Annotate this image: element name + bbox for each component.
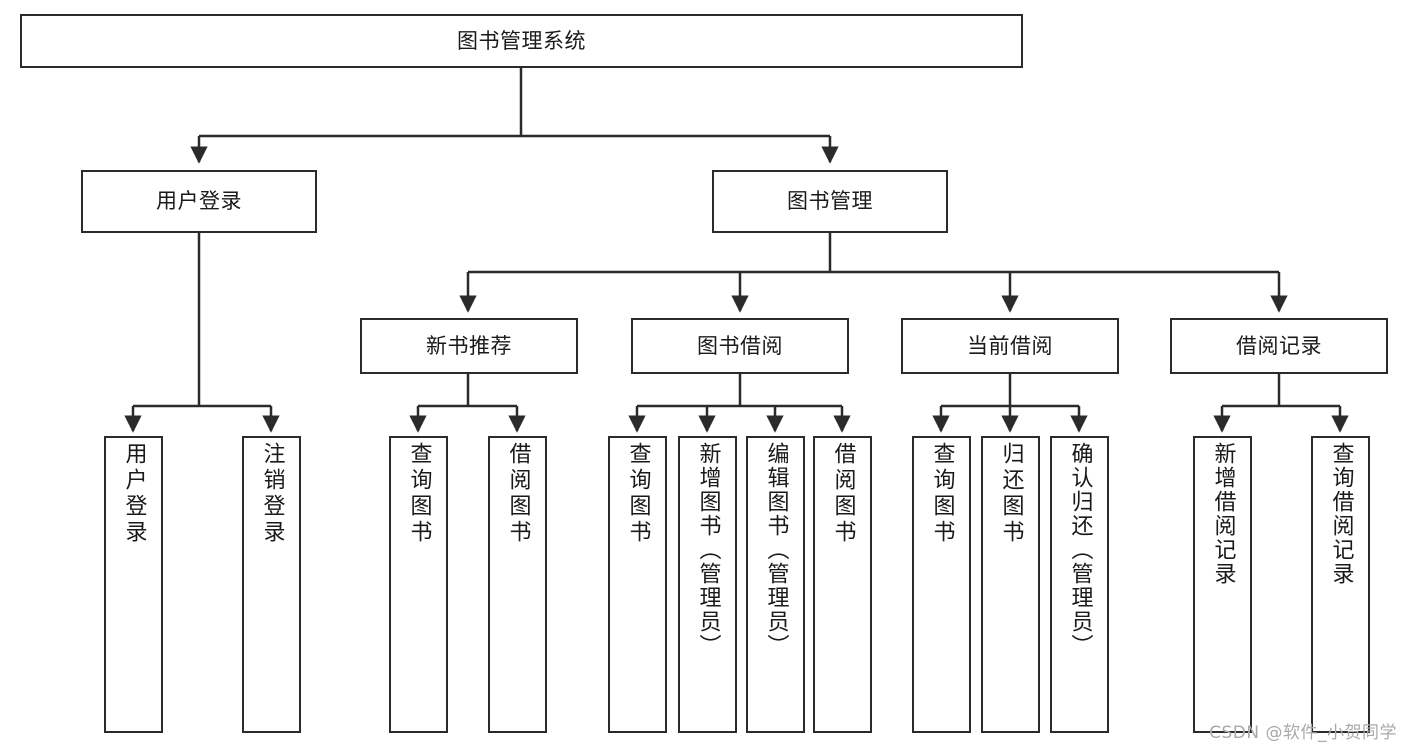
node-root[interactable]: 图书管理系统 — [20, 14, 1023, 68]
node-book-borrow-label: 图书借阅 — [697, 333, 783, 358]
node-new-book-recommend[interactable]: 新书推荐 — [360, 318, 578, 374]
node-new-book-recommend-label: 新书推荐 — [426, 333, 512, 358]
node-current-borrow-label: 当前借阅 — [967, 333, 1053, 358]
leaf-new-book-borrow-label: 借阅图书 — [505, 442, 531, 546]
node-user-login-label: 用户登录 — [156, 189, 242, 214]
leaf-book-borrow-add-label: 新增图书（管理员） — [695, 442, 721, 658]
leaf-user-login-login-label: 用户登录 — [121, 442, 147, 546]
leaf-current-borrow-confirm[interactable]: 确认归还（管理员） — [1050, 436, 1109, 733]
leaf-book-borrow-borrow[interactable]: 借阅图书 — [813, 436, 872, 733]
node-book-management-label: 图书管理 — [787, 189, 873, 214]
node-current-borrow[interactable]: 当前借阅 — [901, 318, 1119, 374]
node-book-borrow[interactable]: 图书借阅 — [631, 318, 849, 374]
leaf-book-borrow-edit[interactable]: 编辑图书（管理员） — [746, 436, 805, 733]
leaf-user-login-logout[interactable]: 注销登录 — [242, 436, 301, 733]
leaf-new-book-query-label: 查询图书 — [406, 442, 432, 546]
watermark: CSDN @软件_小贺同学 — [1209, 723, 1397, 743]
leaf-borrow-record-query-label: 查询借阅记录 — [1328, 442, 1354, 586]
leaf-book-borrow-borrow-label: 借阅图书 — [830, 442, 856, 546]
leaf-current-borrow-confirm-label: 确认归还（管理员） — [1067, 442, 1093, 658]
leaf-book-borrow-query[interactable]: 查询图书 — [608, 436, 667, 733]
leaf-current-borrow-query[interactable]: 查询图书 — [912, 436, 971, 733]
node-user-login[interactable]: 用户登录 — [81, 170, 317, 233]
leaf-book-borrow-edit-label: 编辑图书（管理员） — [763, 442, 789, 658]
leaf-book-borrow-add[interactable]: 新增图书（管理员） — [678, 436, 737, 733]
leaf-new-book-borrow[interactable]: 借阅图书 — [488, 436, 547, 733]
leaf-user-login-login[interactable]: 用户登录 — [104, 436, 163, 733]
node-root-label: 图书管理系统 — [457, 28, 586, 53]
leaf-current-borrow-return[interactable]: 归还图书 — [981, 436, 1040, 733]
leaf-new-book-query[interactable]: 查询图书 — [389, 436, 448, 733]
leaf-book-borrow-query-label: 查询图书 — [625, 442, 651, 546]
leaf-borrow-record-query[interactable]: 查询借阅记录 — [1311, 436, 1370, 733]
leaf-borrow-record-add-label: 新增借阅记录 — [1210, 442, 1236, 586]
node-borrow-record[interactable]: 借阅记录 — [1170, 318, 1388, 374]
leaf-borrow-record-add[interactable]: 新增借阅记录 — [1193, 436, 1252, 733]
leaf-user-login-logout-label: 注销登录 — [259, 442, 285, 546]
leaf-current-borrow-return-label: 归还图书 — [998, 442, 1024, 546]
node-book-management[interactable]: 图书管理 — [712, 170, 948, 233]
node-borrow-record-label: 借阅记录 — [1236, 333, 1322, 358]
leaf-current-borrow-query-label: 查询图书 — [929, 442, 955, 546]
